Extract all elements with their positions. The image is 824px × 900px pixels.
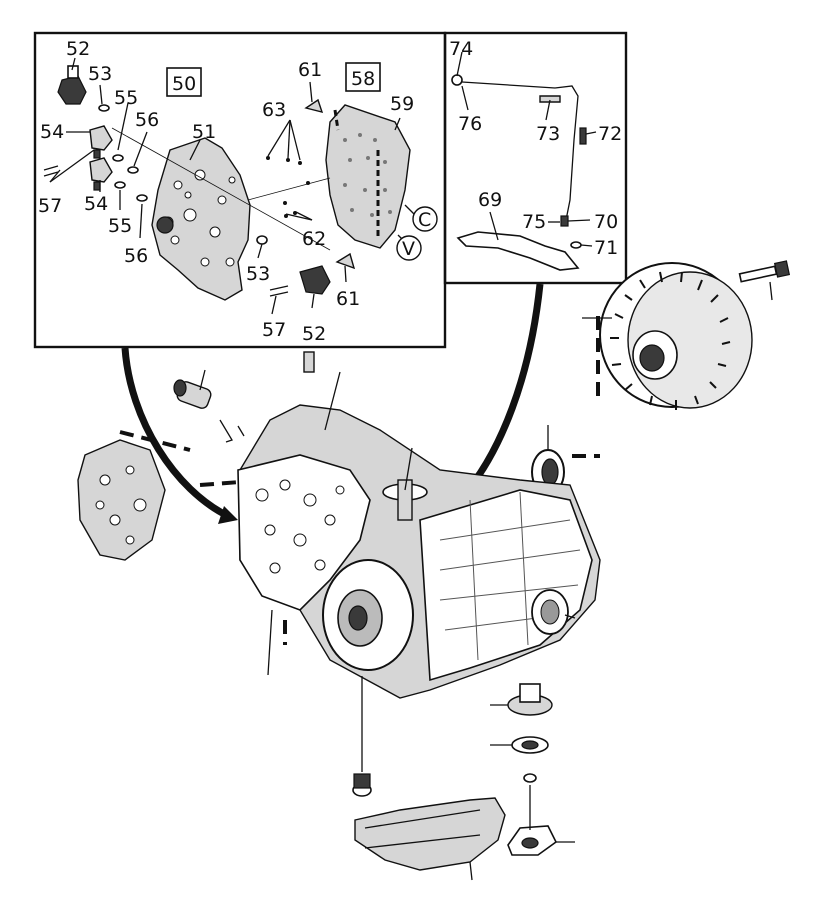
label-58: 58 (351, 68, 375, 90)
oil-pan-rim (364, 809, 481, 849)
linkage-arrow (465, 283, 544, 493)
label-61-top: 61 (298, 59, 322, 81)
label-56-bottom: 56 (124, 245, 148, 267)
valve-body-arrow (121, 347, 230, 520)
label-55-bottom: 55 (108, 215, 132, 237)
label-61-bottom: 61 (336, 288, 360, 310)
valve-body-housing (151, 137, 251, 301)
filler-tube (397, 479, 413, 521)
cooler-fitting-stack (507, 683, 558, 856)
solenoid-valves-54 (89, 125, 113, 191)
linkage-leader-lines (456, 51, 597, 247)
oil-pan-filter (354, 797, 506, 871)
check-balls (266, 156, 310, 218)
label-75: 75 (522, 211, 546, 233)
label-57-bottom: 57 (262, 319, 286, 341)
sensor-leader (199, 369, 206, 391)
retaining-clip-left (43, 165, 59, 177)
torque-converter (599, 262, 753, 409)
oil-seal-inner (541, 458, 559, 486)
label-v-circle (396, 235, 422, 261)
housing-leader-lines (267, 371, 576, 676)
label-62: 62 (302, 228, 326, 250)
breather-plug (303, 351, 315, 373)
side-cover-holes (95, 465, 147, 545)
retaining-clip-right (269, 285, 289, 297)
label-50: 50 (172, 73, 196, 95)
label-54-top: 54 (40, 121, 64, 143)
label-50-box (166, 67, 202, 97)
inset-leader-lines (49, 57, 416, 315)
filter-screen-top (304, 98, 324, 113)
cooler-fitting-leaders (490, 704, 575, 843)
retainer-clip (219, 419, 245, 443)
label-72: 72 (598, 123, 622, 145)
mounted-valve-holes (255, 479, 345, 574)
label-55-top: 55 (114, 87, 138, 109)
o-ring-53-right (256, 235, 268, 245)
converter-bolt (738, 260, 791, 283)
shift-cable-assembly (451, 74, 587, 271)
label-57-left: 57 (38, 195, 62, 217)
filter-leader-2 (469, 861, 473, 881)
label-52-top: 52 (66, 38, 90, 60)
solenoid-top (57, 65, 87, 105)
shift-linkage-inset-frame (443, 31, 628, 285)
label-54-bottom: 54 (84, 193, 108, 215)
label-63: 63 (262, 99, 286, 121)
separator-plate-holes (343, 133, 392, 217)
o-rings-left (98, 104, 148, 202)
torque-converter-fins (610, 271, 731, 410)
side-cover (77, 439, 166, 561)
separator-plate-dash-top (333, 109, 340, 131)
label-c: C (418, 209, 431, 231)
output-flange-inner (540, 599, 560, 625)
filter-seal (352, 773, 372, 797)
housing-dash-left (199, 480, 241, 487)
label-53-bottom: 53 (246, 263, 270, 285)
label-71: 71 (594, 237, 618, 259)
label-56-top: 56 (135, 109, 159, 131)
label-v: V (402, 238, 415, 260)
label-73: 73 (536, 123, 560, 145)
converter-bolt-leader (769, 281, 773, 301)
side-cover-dash (119, 430, 191, 452)
input-shaft (348, 605, 368, 631)
label-58-box (345, 62, 381, 92)
solenoid-bottom (299, 265, 331, 295)
valve-body-boss (156, 216, 174, 234)
label-53-top: 53 (88, 63, 112, 85)
filter-screen-bottom (335, 252, 356, 270)
sensor-plug (173, 379, 212, 409)
label-76: 76 (458, 113, 482, 135)
separator-plate (325, 104, 411, 249)
label-59: 59 (390, 93, 414, 115)
housing-right-case (419, 489, 593, 682)
label-51: 51 (192, 121, 216, 143)
label-52-bottom: 52 (302, 323, 326, 345)
label-c-circle (412, 206, 438, 232)
valve-body-arrow-head (218, 506, 238, 524)
label-74: 74 (449, 38, 473, 60)
label-69: 69 (478, 189, 502, 211)
label-70: 70 (594, 211, 618, 233)
